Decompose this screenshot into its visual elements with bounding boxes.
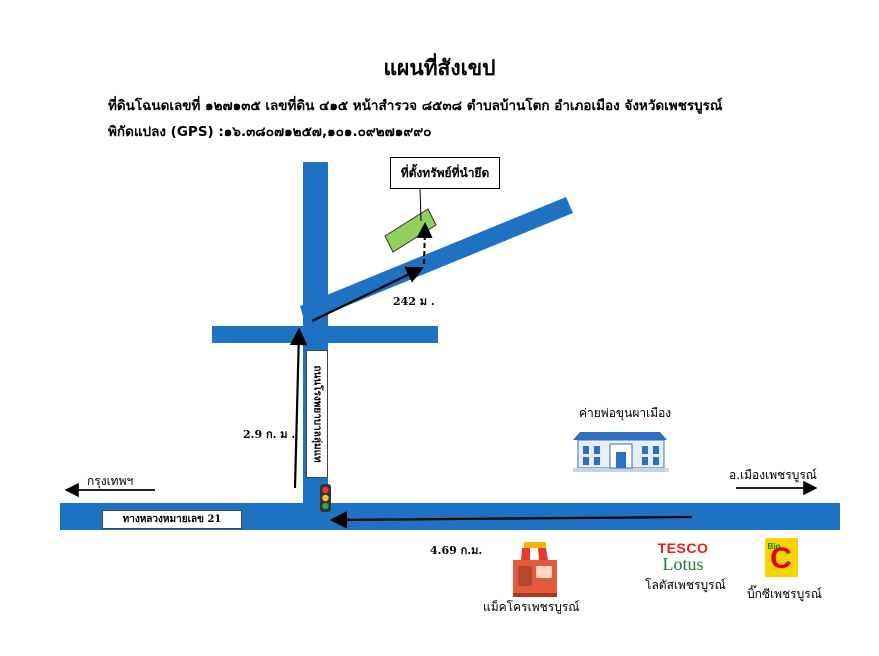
- vertical-route-arrow: [289, 327, 308, 489]
- building-icon: [573, 432, 669, 472]
- gps-line: พิกัดแปลง (GPS) :๑๖.๓๘๐๗๑๒๕๗,๑๐๑.๐๙๒๗๑๙๙…: [108, 124, 432, 140]
- bigc-c-text: C: [770, 542, 792, 575]
- property-callout: ที่ตั้งทรัพย์ที่นำยึด: [390, 157, 500, 189]
- diagonal-distance-label: 242 ม .: [393, 295, 435, 308]
- mueang-direction-label: อ.เมืองเพชรบูรณ์: [729, 468, 817, 482]
- bangkok-direction-label: กรุงเทพฯ: [87, 474, 134, 488]
- parcel-dashed-arrow: [416, 222, 433, 265]
- vertical-distance-label: 2.9 ก. ม .: [243, 428, 296, 441]
- parcel-shape: [384, 208, 437, 253]
- lotus-text: Lotus: [662, 554, 704, 574]
- shop-icon: [511, 542, 558, 597]
- diagonal-road: [300, 197, 573, 323]
- bigc-logo: C Big: [765, 538, 798, 577]
- bigc-big-text: Big: [768, 542, 781, 551]
- page-title: แผนที่สังเขป: [383, 56, 496, 80]
- bigc-label: บิ๊กซีเพชรบูรณ์: [747, 587, 822, 601]
- diagonal-route-arrow: [311, 266, 424, 322]
- lotus-label: โลตัสเพชรบูรณ์: [645, 578, 726, 592]
- tesco-lotus-logo: TESCO Lotus: [652, 541, 714, 573]
- highway-distance-label: 4.69 ก.ม.: [430, 544, 483, 557]
- side-road-label: ถนนโรงพยาบาลลุ่มแท: [311, 365, 323, 463]
- cross-road: [212, 326, 438, 343]
- highway-route-arrow: [329, 511, 693, 529]
- traffic-light-icon: [320, 484, 331, 512]
- camp-label: ค่ายพ่อขุนผาเมือง: [579, 406, 672, 420]
- parcel-info-line: ที่ดินโฉนดเลขที่ ๑๒๗๑๓๕ เลขที่ดิน ๔๑๕ หน…: [108, 98, 723, 114]
- makro-label: แม็คโครเพชรบูรณ์: [483, 600, 580, 614]
- side-road-label-box: ถนนโรงพยาบาลลุ่มแท: [306, 350, 328, 478]
- highway-label: ทางหลวงหมายเลข 21: [102, 510, 242, 529]
- tesco-text: TESCO: [657, 540, 709, 556]
